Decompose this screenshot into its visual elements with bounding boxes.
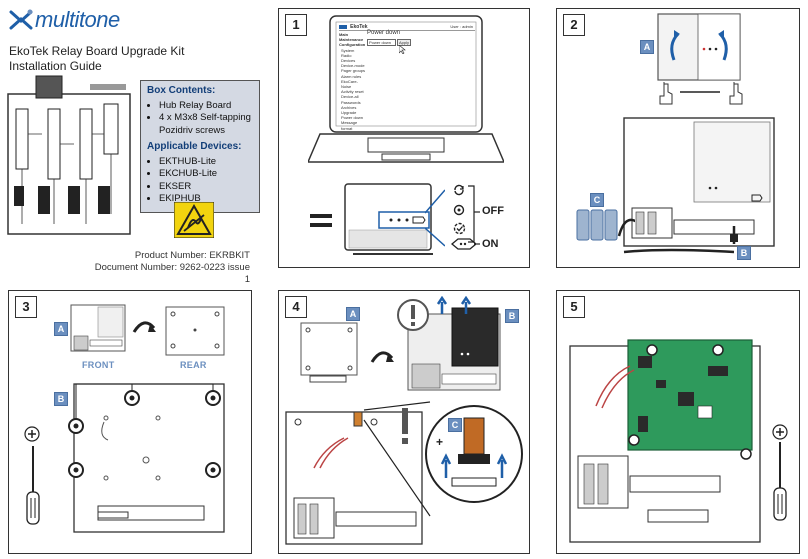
box-contents-heading: Box Contents: bbox=[147, 85, 216, 96]
step-2-number: 2 bbox=[563, 14, 585, 36]
menu-item[interactable]: System bbox=[341, 47, 355, 53]
applicable-devices-list: EKTHUB-Lite EKCHUB-Lite EKSER EKIPHUB bbox=[147, 156, 253, 206]
tag-a: A bbox=[54, 322, 68, 336]
screen-user-label: User : admin bbox=[450, 24, 473, 29]
device-item: EKSER bbox=[159, 181, 253, 194]
svg-text:+: + bbox=[436, 435, 443, 449]
hub-relay-installed-illustration bbox=[569, 339, 761, 543]
menu-item[interactable]: Radio bbox=[341, 52, 352, 58]
tag-c: C bbox=[448, 418, 462, 432]
laptop-screen: EkoTek User : admin Main Maintenance Con… bbox=[337, 23, 477, 131]
screen-app-title: EkoTek bbox=[350, 24, 368, 30]
hub-rear-large-illustration bbox=[68, 383, 225, 533]
menu-item[interactable]: Archives bbox=[341, 104, 357, 110]
battery-pack-illustration bbox=[576, 209, 635, 241]
document-title: EkoTek Relay Board Upgrade Kit Installat… bbox=[9, 44, 184, 74]
title-line-1: EkoTek Relay Board Upgrade Kit bbox=[9, 44, 185, 58]
menu-item[interactable]: Main bbox=[339, 32, 349, 37]
tag-a: A bbox=[346, 307, 360, 321]
box-contents-item: Hub Relay Board bbox=[159, 100, 253, 113]
menu-item[interactable]: Maintenance bbox=[339, 37, 364, 43]
rear-caption: REAR bbox=[180, 360, 207, 370]
hub-open-illustration bbox=[623, 117, 775, 254]
refresh-icon bbox=[454, 184, 464, 196]
zoom-connector bbox=[363, 401, 431, 517]
multitone-logo-icon bbox=[9, 9, 33, 30]
front-caption: FRONT bbox=[82, 360, 115, 370]
applicable-devices-heading: Applicable Devices: bbox=[147, 141, 242, 152]
zoom-connector bbox=[425, 189, 445, 247]
product-number: Product Number: EKRBKIT bbox=[134, 250, 250, 261]
screen-menu: Main Maintenance Configuration System Ra… bbox=[339, 32, 365, 131]
tag-b: B bbox=[737, 246, 751, 260]
apply-button[interactable]: Apply bbox=[397, 39, 411, 46]
status-icons-block: OFF ON bbox=[444, 178, 524, 260]
box-contents-list: Hub Relay Board 4 x M3x8 Self-tapping Po… bbox=[147, 100, 253, 138]
equals-icon bbox=[310, 214, 332, 227]
tag-b: B bbox=[505, 309, 519, 323]
hub-base-illustration bbox=[285, 411, 423, 545]
menu-item[interactable]: Device-all bbox=[341, 94, 359, 100]
off-label: OFF bbox=[482, 205, 504, 217]
device-item: EKCHUB-Lite bbox=[159, 168, 253, 181]
power-select[interactable]: Power down bbox=[367, 39, 396, 46]
warning-icon bbox=[402, 408, 408, 444]
screw-head-icon bbox=[24, 426, 40, 442]
product-info: Product Number: EKRBKIT Document Number:… bbox=[90, 250, 250, 286]
menu-item[interactable]: Device-mode bbox=[341, 63, 365, 69]
tag-c: C bbox=[590, 193, 604, 207]
menu-item[interactable]: Passwords bbox=[341, 99, 361, 105]
power-icon bbox=[453, 204, 465, 216]
network-ok-icon bbox=[450, 238, 476, 250]
step-1-number: 1 bbox=[285, 14, 307, 36]
screw-head-icon bbox=[772, 424, 788, 440]
menu-item[interactable]: Devices bbox=[341, 58, 356, 64]
menu-item[interactable]: Message format bbox=[341, 120, 358, 131]
screen-heading: Power down bbox=[367, 30, 401, 36]
device-item: EKTHUB-Lite bbox=[159, 156, 253, 169]
step-3-number: 3 bbox=[15, 296, 37, 318]
arrow-up-icon bbox=[436, 296, 472, 314]
box-contents-item: 4 x M3x8 Self-tapping Pozidriv screws bbox=[159, 112, 253, 137]
screwdriver-icon bbox=[26, 446, 40, 525]
app-logo-icon bbox=[339, 24, 347, 29]
menu-item[interactable]: Pager groups bbox=[341, 68, 366, 74]
rotate-arrow-icon bbox=[132, 321, 156, 333]
relay-board-illustration bbox=[7, 75, 131, 235]
logo-wordmark: multitone bbox=[35, 7, 120, 32]
hub-rear-illustration bbox=[165, 306, 225, 356]
tag-b: B bbox=[54, 392, 68, 406]
device-item: EKIPHUB bbox=[159, 193, 253, 206]
hub-device-illustration bbox=[344, 183, 433, 255]
box-contents-panel: Box Contents: Hub Relay Board 4 x M3x8 S… bbox=[140, 80, 260, 213]
title-line-2: Installation Guide bbox=[9, 59, 102, 73]
rotate-arrow-icon bbox=[370, 351, 394, 363]
tag-a: A bbox=[640, 40, 654, 54]
screwdriver-icon bbox=[773, 442, 787, 521]
menu-item[interactable]: Alarm rules bbox=[341, 73, 362, 79]
menu-item[interactable]: Configuration bbox=[339, 42, 366, 48]
menu-item[interactable]: Upgrade bbox=[341, 110, 357, 116]
settings-check-icon bbox=[453, 222, 466, 235]
relay-board-plate-illustration bbox=[300, 322, 358, 383]
step-4-number: 4 bbox=[285, 296, 307, 318]
hand-press-icon bbox=[659, 83, 743, 105]
step-5-number: 5 bbox=[563, 296, 585, 318]
menu-item[interactable]: Power down bbox=[341, 115, 364, 121]
multitone-logo: multitone bbox=[8, 6, 128, 36]
menu-item[interactable]: EkoCare-Noise bbox=[341, 78, 358, 90]
document-number: Document Number: 9262-0223 issue 1 bbox=[94, 262, 250, 285]
esd-warning-icon bbox=[174, 202, 214, 238]
cursor-icon bbox=[399, 45, 406, 54]
hub-front-illustration bbox=[70, 304, 126, 352]
warning-icon bbox=[397, 299, 429, 331]
menu-item[interactable]: Activity reset bbox=[341, 89, 364, 95]
on-label: ON bbox=[482, 238, 499, 250]
screen-titlebar: EkoTek User : admin bbox=[339, 24, 475, 31]
connector-zoom-illustration: + bbox=[425, 405, 523, 503]
